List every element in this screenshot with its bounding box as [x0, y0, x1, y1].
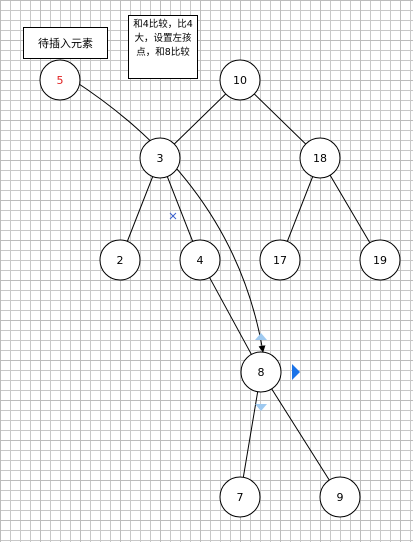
node-circle: [240, 351, 282, 393]
node-label: 8: [258, 366, 265, 379]
tree-node-10[interactable]: 10: [219, 59, 261, 101]
node-circle: [219, 476, 261, 518]
edge-n4-n8: [209, 277, 252, 355]
node-circle: [219, 59, 261, 101]
edge-n3-n4: [166, 176, 194, 242]
tree-nodes: 5 10 3 18 2 4 17 19 8 7 9: [39, 59, 401, 518]
tree-edges: [126, 93, 371, 481]
tree-node-8[interactable]: 8: [240, 351, 282, 393]
node-label: 17: [273, 254, 287, 267]
node-circle: [359, 239, 401, 281]
tree-node-5[interactable]: 5: [39, 59, 81, 101]
insert-element-label: 待插入元素: [38, 37, 93, 50]
edge-n10-n3: [173, 93, 227, 145]
tree-node-17[interactable]: 17: [259, 239, 301, 281]
node-label: 4: [197, 254, 204, 267]
node-circle: [99, 239, 141, 281]
node-label: 3: [157, 152, 164, 165]
node-label: 7: [237, 491, 244, 504]
tree-node-18[interactable]: 18: [299, 137, 341, 179]
connection-handle-top-icon[interactable]: [255, 333, 267, 340]
tree-node-3[interactable]: 3: [139, 137, 181, 179]
edge-n10-n18: [253, 93, 307, 145]
node-label: 5: [57, 74, 64, 87]
tree-node-2[interactable]: 2: [99, 239, 141, 281]
insert-path-arrow: [72, 79, 266, 353]
node-circle: [179, 239, 221, 281]
node-label: 19: [373, 254, 387, 267]
edge-n8-n9: [271, 388, 330, 481]
edge-n3-n2: [126, 176, 154, 242]
node-label: 2: [117, 254, 124, 267]
tree-node-19[interactable]: 19: [359, 239, 401, 281]
tree-node-4[interactable]: 4: [179, 239, 221, 281]
cursor-cross-icon: [169, 212, 177, 220]
node-label: 18: [313, 152, 327, 165]
edge-n18-n19: [329, 174, 371, 244]
node-circle: [139, 137, 181, 179]
node-circle: [319, 476, 361, 518]
node-circle: [299, 137, 341, 179]
compare-note-box[interactable]: 和4比较，比4大，设置左孩点，和8比较: [128, 15, 198, 79]
node-label: 9: [337, 491, 344, 504]
insert-element-label-box[interactable]: 待插入元素: [23, 27, 108, 59]
node-label: 10: [233, 74, 247, 87]
edge-n8-n7: [242, 391, 259, 478]
node-circle: [39, 59, 81, 101]
connection-handle-bottom-icon[interactable]: [255, 404, 267, 411]
edge-n18-n17: [286, 176, 314, 242]
tree-node-9[interactable]: 9: [319, 476, 361, 518]
tree-node-7[interactable]: 7: [219, 476, 261, 518]
node-circle: [259, 239, 301, 281]
selection-arrow-icon[interactable]: [292, 364, 300, 380]
compare-note-text: 和4比较，比4大，设置左孩点，和8比较: [133, 19, 193, 58]
